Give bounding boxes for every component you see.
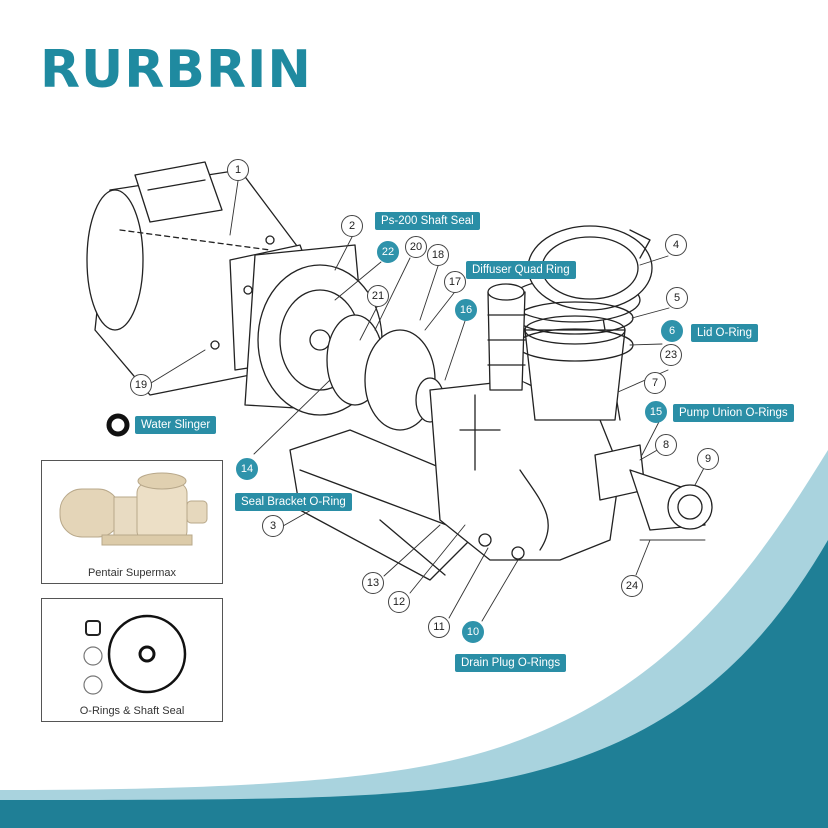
callout-7: 7 (644, 372, 666, 394)
callout-2: 2 (341, 215, 363, 237)
callout-13: 13 (362, 572, 384, 594)
impeller-drawing (326, 314, 445, 431)
strainer-basket-drawing (524, 315, 626, 421)
callout-19: 19 (130, 374, 152, 396)
callout-9: 9 (697, 448, 719, 470)
label-lid-oring: Lid O-Ring (691, 324, 758, 342)
callout-5: 5 (666, 287, 688, 309)
callout-8: 8 (655, 434, 677, 456)
inset-seal-kit: O-Rings & Shaft Seal (41, 598, 223, 722)
callout-1: 1 (227, 159, 249, 181)
oring-kit-illustration (83, 614, 187, 695)
callout-3: 3 (262, 515, 284, 537)
pump-photo-illustration (59, 472, 208, 546)
pump-photo-caption: Pentair Supermax (87, 567, 177, 579)
callout-17: 17 (444, 271, 466, 293)
callout-18: 18 (427, 244, 449, 266)
inset-pump-photo: Pentair Supermax (41, 460, 223, 584)
label-shaft-seal: Ps-200 Shaft Seal (375, 212, 480, 230)
seal-kit-caption: O-Rings & Shaft Seal (79, 705, 185, 717)
callout-16: 16 (455, 299, 477, 321)
callout-22: 22 (377, 241, 399, 263)
brand-logo: RURBRIN (40, 40, 312, 100)
callout-24: 24 (621, 575, 643, 597)
label-diffuser-quad-ring: Diffuser Quad Ring (466, 261, 576, 279)
callout-23: 23 (660, 344, 682, 366)
union-drawing (594, 444, 713, 531)
label-water-slinger: Water Slinger (135, 416, 217, 434)
drain-plug-drawing (478, 533, 525, 560)
label-seal-bracket-oring: Seal Bracket O-Ring (235, 493, 352, 511)
callout-4: 4 (665, 234, 687, 256)
label-pump-union-orings: Pump Union O-Rings (673, 404, 794, 422)
callout-20: 20 (405, 236, 427, 258)
callout-14: 14 (236, 458, 258, 480)
label-drain-plug-orings: Drain Plug O-Rings (455, 654, 567, 672)
callout-12: 12 (388, 591, 410, 613)
callout-15: 15 (645, 401, 667, 423)
diffuser-tube-drawing (487, 283, 526, 391)
lid-drawing (527, 225, 653, 311)
callout-11: 11 (428, 616, 450, 638)
callout-6: 6 (661, 320, 683, 342)
callout-21: 21 (367, 285, 389, 307)
callout-10: 10 (462, 621, 484, 643)
